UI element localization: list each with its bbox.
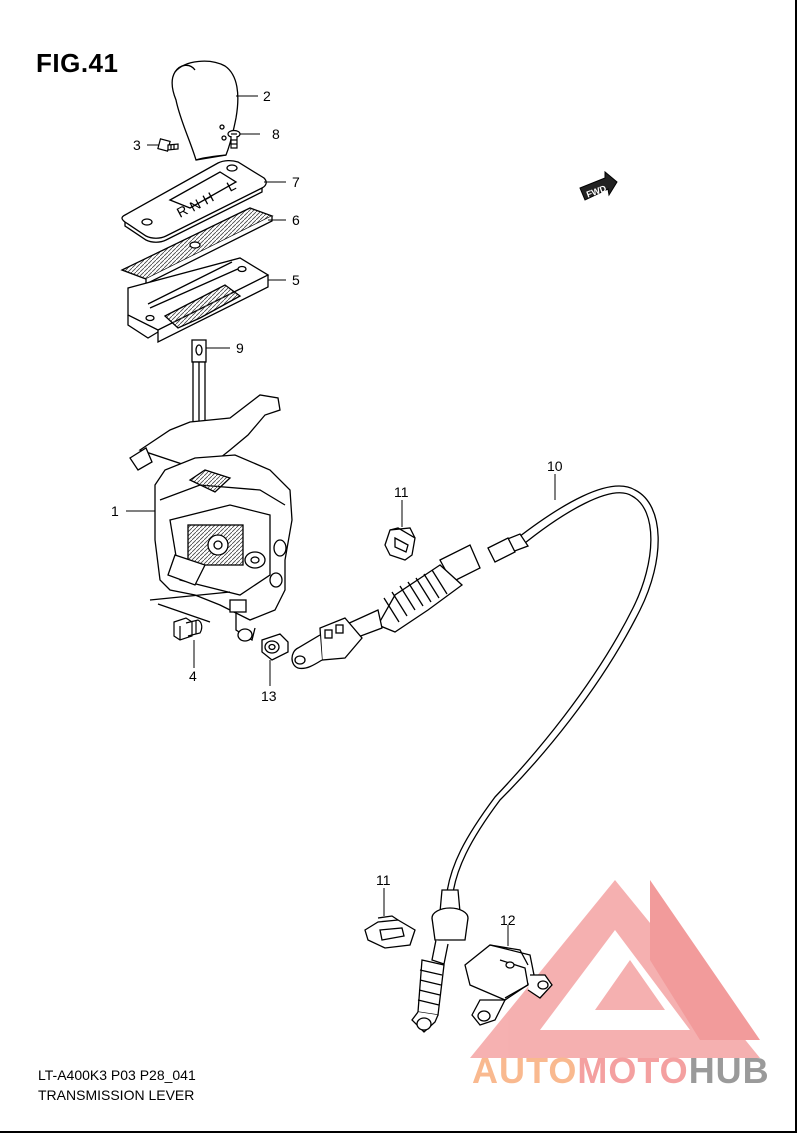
watermark-part-hub: HUB — [688, 1050, 770, 1091]
shifter-housing-1-part — [129, 394, 293, 642]
screw-8-part — [227, 129, 241, 149]
leader-lines — [126, 95, 556, 946]
callout-9: 9 — [236, 340, 244, 356]
callout-10: 10 — [547, 458, 563, 474]
callout-3: 3 — [133, 137, 141, 153]
shift-knob-part — [171, 60, 239, 161]
fwd-direction-arrow: FWD — [579, 170, 618, 201]
clip-11-upper-part — [384, 527, 416, 561]
figure-title: FIG.41 — [36, 48, 119, 78]
bolt-4-part — [173, 617, 203, 641]
callout-12: 12 — [500, 912, 516, 928]
bolt-3-part — [157, 138, 179, 152]
watermark-part-moto: MOTO — [577, 1050, 689, 1091]
callout-4: 4 — [189, 668, 197, 684]
callout-8: 8 — [272, 126, 280, 142]
watermark-part-auto: AUTO — [472, 1050, 578, 1091]
watermark-logo — [470, 880, 760, 1058]
callout-7: 7 — [292, 174, 300, 190]
diagram-caption: TRANSMISSION LEVER — [38, 1087, 195, 1103]
callout-11-lower: 11 — [376, 872, 391, 888]
seal-plate-6-part — [120, 207, 274, 286]
clip-11-lower-part — [364, 915, 416, 949]
gate-plate-7-part — [121, 159, 267, 243]
callout-11-upper: 11 — [394, 484, 409, 500]
lower-plate-5-part — [127, 257, 270, 344]
callout-6: 6 — [292, 212, 300, 228]
shift-cable-10-part — [291, 485, 659, 1033]
callout-numbers: 1 2 3 4 5 6 7 8 9 10 11 11 12 13 — [111, 88, 563, 928]
callout-13: 13 — [261, 688, 277, 704]
callout-5: 5 — [292, 272, 300, 288]
bracket-12-part — [464, 944, 553, 1026]
callout-1: 1 — [111, 503, 119, 519]
callout-2: 2 — [263, 88, 271, 104]
nut-13-part — [261, 633, 289, 661]
watermark-text: AUTOMOTOHUB — [472, 1050, 770, 1092]
model-code: LT-A400K3 P03 P28_041 — [38, 1067, 196, 1083]
